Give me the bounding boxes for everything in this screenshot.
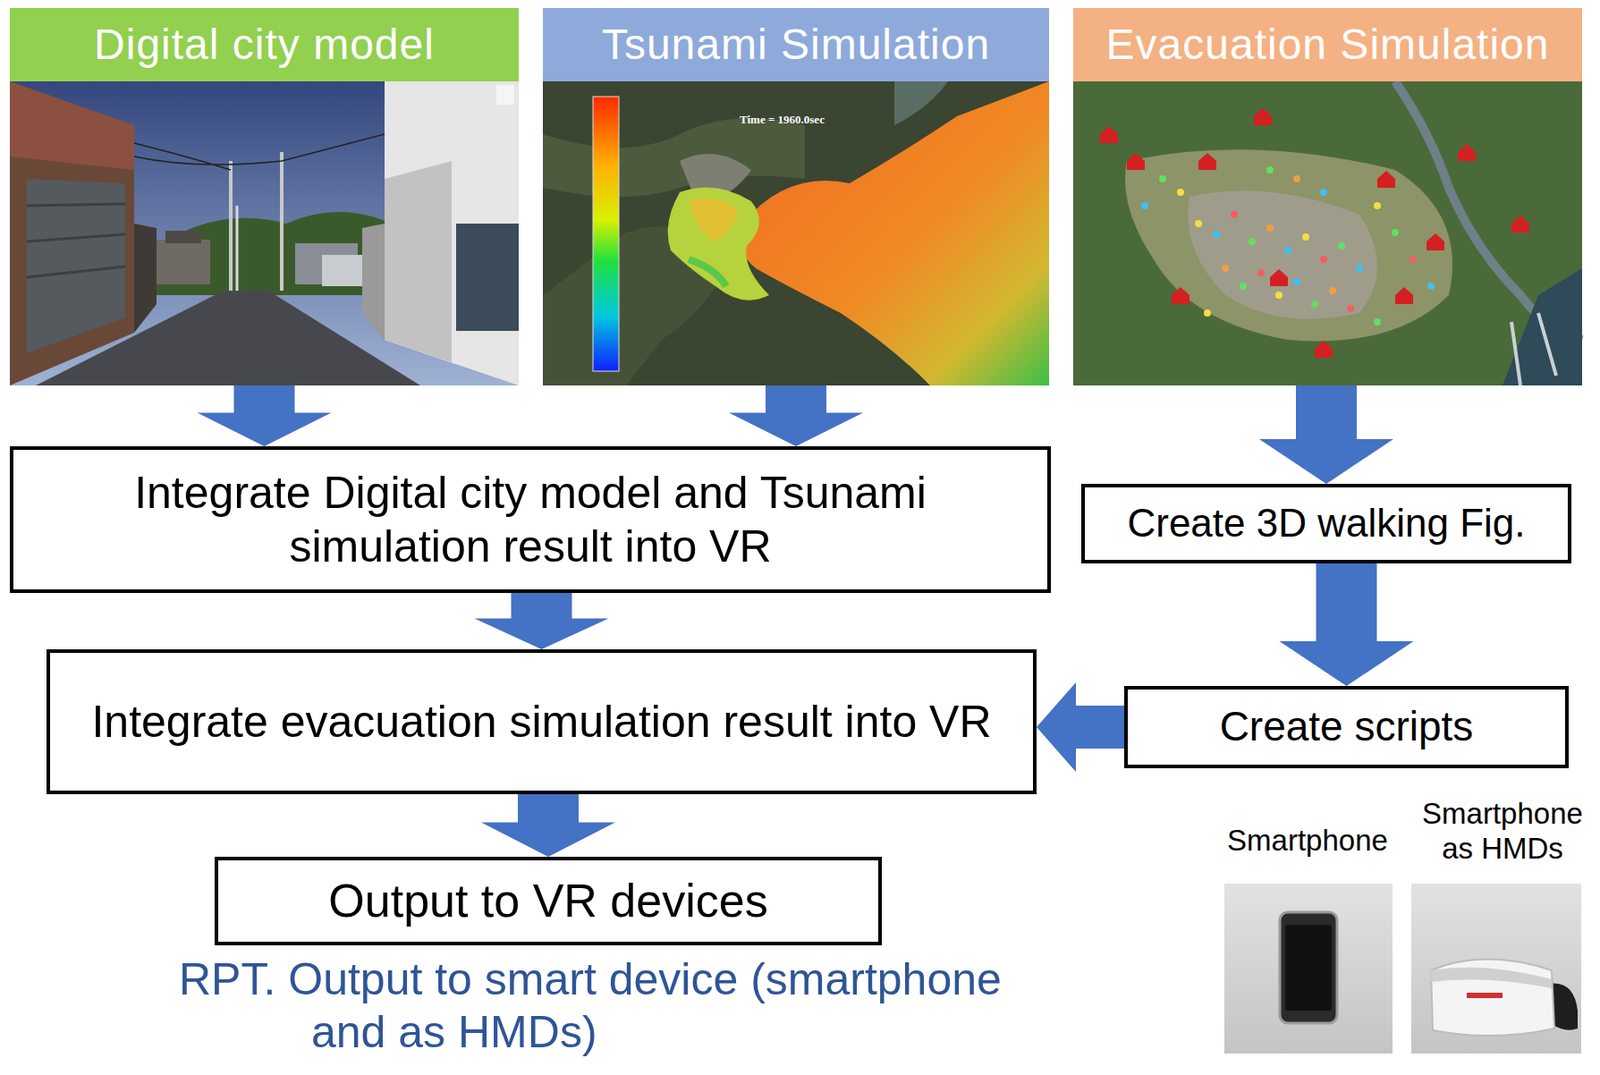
box-text: Evacuation Simulation: [1106, 18, 1550, 71]
evacuation-map: [1073, 81, 1583, 386]
process-box: Integrate evacuation simulation result i…: [46, 649, 1037, 795]
box-text: Digital city model: [93, 18, 435, 71]
flow-arrow: [474, 592, 610, 650]
box-text: Create scripts: [1219, 702, 1474, 752]
header-band: Digital city model: [9, 8, 519, 82]
hmd-photo: [1411, 883, 1582, 1054]
evacuee-dots: [1141, 166, 1435, 326]
header-band: Tsunami Simulation: [542, 8, 1050, 82]
flow-arrow: [197, 385, 332, 447]
smartphone-photo: [1224, 883, 1393, 1054]
box-text: Create 3D walking Fig.: [1126, 499, 1525, 548]
panel-header: Tsunami Simulation: [542, 8, 1050, 386]
process-box: Output to VR devices: [214, 856, 882, 946]
shelter-icons: [1100, 108, 1530, 358]
flow-arrow: [728, 385, 864, 447]
box-text: Output to VR devices: [328, 872, 768, 929]
tsunami-map: [542, 81, 1050, 386]
time-stamp: Time = 1960.0sec: [739, 112, 865, 127]
box-text: Integrate Digital city model and Tsunami…: [114, 465, 947, 574]
panel-header: Digital city model: [9, 8, 519, 386]
process-box: Create scripts: [1124, 685, 1569, 769]
header-band: Evacuation Simulation: [1073, 8, 1583, 82]
photo-caption: Smartphone as HMDs: [1410, 796, 1595, 867]
flow-arrow: [481, 794, 616, 857]
box-text: Integrate evacuation simulation result i…: [91, 694, 991, 749]
box-text: Tsunami Simulation: [601, 18, 991, 71]
process-box: Integrate Digital city model and Tsunami…: [9, 446, 1051, 593]
note-text: RPT. Output to smart device (smartphone …: [178, 953, 1036, 1059]
process-box: Create 3D walking Fig.: [1081, 483, 1572, 564]
flow-arrow: [1036, 682, 1125, 772]
flow-arrow: [1279, 563, 1414, 686]
flow-arrow: [1259, 385, 1394, 484]
street-scene: [9, 81, 519, 386]
panel-header: Evacuation Simulation: [1073, 8, 1583, 386]
photo-caption: Smartphone: [1218, 823, 1397, 859]
